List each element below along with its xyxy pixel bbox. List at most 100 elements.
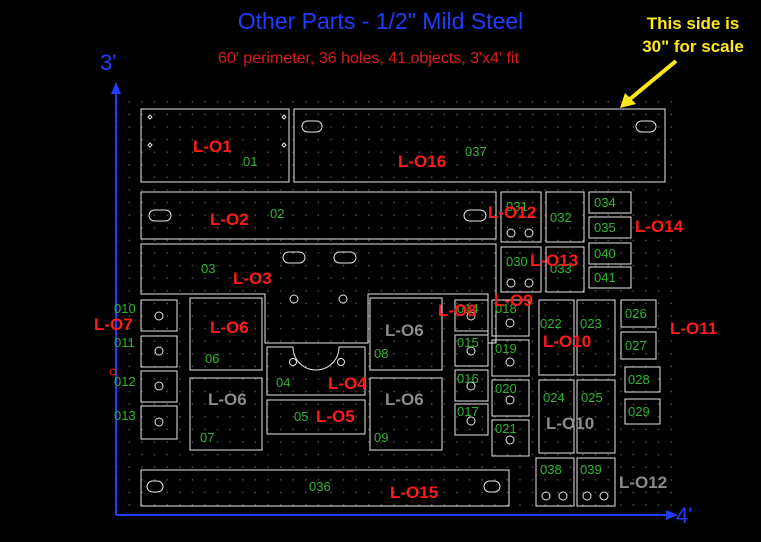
- label-l-o2: L-O2: [210, 210, 249, 229]
- part-o39-outline: [576, 457, 616, 507]
- label-l-o9: L-O9: [494, 291, 533, 310]
- obj-036: 036: [309, 479, 331, 494]
- y-axis-label: 3': [100, 50, 117, 75]
- obj-06: 06: [205, 351, 219, 366]
- axes: [111, 82, 678, 520]
- obj-30: 030: [506, 254, 528, 269]
- part-o27-outline: [620, 331, 657, 360]
- part-o11-outline: [140, 335, 178, 368]
- obj-04: 04: [276, 375, 290, 390]
- label-l-o6-c: L-O6: [385, 321, 424, 340]
- obj-02: 02: [270, 206, 284, 221]
- obj-09: 09: [374, 430, 388, 445]
- obj-33: 033: [550, 261, 572, 276]
- obj-01: 01: [243, 154, 257, 169]
- obj-08: 08: [374, 346, 388, 361]
- part-o13-outline: [140, 405, 178, 440]
- part-o16-outline: [293, 108, 666, 183]
- obj-05: 05: [294, 409, 308, 424]
- part-o20-outline: [491, 379, 530, 417]
- obj-010: 010: [114, 301, 136, 316]
- obj-013: 013: [114, 408, 136, 423]
- part-o29-outline: [624, 398, 661, 425]
- obj-020: 020: [495, 381, 517, 396]
- obj-016: 016: [457, 371, 479, 386]
- y-axis-arrow: [111, 82, 121, 94]
- part-o32-outline: [545, 191, 585, 243]
- part-o15-plate-outline: [140, 469, 510, 507]
- part-o10-outline: [140, 299, 178, 332]
- diagram-title: Other Parts - 1/2" Mild Steel: [237, 8, 524, 34]
- obj-34: 034: [594, 195, 616, 210]
- part-o26-outline: [620, 299, 657, 328]
- label-l-o13: L-O13: [530, 251, 578, 270]
- obj-018: 018: [495, 301, 517, 316]
- obj-012: 012: [114, 374, 136, 389]
- obj-028: 028: [628, 372, 650, 387]
- obj-35: 035: [594, 220, 616, 235]
- scale-note-line-2: 30" for scale: [642, 37, 744, 56]
- label-l-o16: L-O16: [398, 152, 446, 171]
- part-o4-outline: [266, 346, 366, 396]
- part-o6b-outline: [189, 377, 263, 451]
- label-l-o8: L-O8: [438, 301, 477, 320]
- label-l-o14: L-O14: [635, 217, 684, 236]
- obj-011: 011: [114, 335, 135, 350]
- part-o15-outline: [454, 334, 489, 367]
- obj-026: 026: [625, 306, 647, 321]
- object-numbers: 01 037 02 03 031 032 034 035 040 041 030…: [114, 144, 650, 494]
- obj-027: 027: [625, 338, 647, 353]
- obj-40: 040: [594, 246, 616, 261]
- obj-038: 038: [540, 462, 562, 477]
- part-o6a-outline: [189, 297, 263, 371]
- part-o2-outline: [140, 191, 497, 240]
- label-l-o11: L-O11: [670, 319, 717, 338]
- part-o35-outline: [588, 216, 632, 239]
- part-o25-outline: [576, 379, 616, 454]
- obj-37: 037: [465, 144, 487, 159]
- part-o6d-outline: [369, 377, 443, 451]
- label-l-o12: L-O12: [488, 203, 536, 222]
- diagram-subtitle: 60' perimeter, 36 holes, 41 objects, 3'x…: [218, 50, 519, 67]
- part-o16s-outline: [454, 369, 489, 402]
- part-o14-outline: [454, 299, 489, 332]
- part-o24-outline: [538, 379, 575, 454]
- label-l-o12-gray: L-O12: [619, 473, 667, 492]
- obj-31: 031: [506, 199, 528, 214]
- label-l-o10: L-O10: [543, 332, 591, 351]
- scale-pointer-arrow: [620, 59, 678, 108]
- part-o33-outline: [545, 246, 585, 293]
- obj-023: 023: [580, 316, 602, 331]
- obj-32: 032: [550, 210, 572, 225]
- obj-029: 029: [628, 404, 650, 419]
- part-o30-outline: [500, 246, 542, 293]
- part-o18-outline: [491, 299, 530, 337]
- part-o17-outline: [454, 403, 489, 436]
- label-l-o15: L-O15: [390, 483, 438, 502]
- part-o34-outline: [588, 191, 632, 214]
- dot-grid: [116, 101, 676, 515]
- obj-039: 039: [580, 462, 602, 477]
- holes: [109, 114, 657, 501]
- part-o38-outline: [535, 457, 575, 507]
- part-o21-outline: [491, 419, 530, 457]
- part-o28-outline: [624, 366, 661, 393]
- part-o3-outline: [140, 243, 497, 344]
- label-l-o1: L-O1: [193, 137, 232, 156]
- part-o5-outline: [266, 399, 366, 435]
- part-o23-outline: [576, 299, 616, 376]
- obj-019: 019: [495, 341, 517, 356]
- label-l-o6-b: L-O6: [208, 390, 247, 409]
- x-axis-arrow: [666, 510, 678, 520]
- label-l-o3: L-O3: [233, 269, 272, 288]
- obj-017: 017: [457, 404, 479, 419]
- obj-07: 07: [200, 430, 214, 445]
- part-o12-outline: [140, 370, 178, 403]
- label-l-o7: L-O7: [94, 315, 133, 334]
- label-l-o5: L-O5: [316, 407, 355, 426]
- label-l-o10-gray: L-O10: [546, 414, 594, 433]
- gray-part-labels: L-O6 L-O6 L-O6 L-O10 L-O12: [208, 321, 667, 492]
- part-outlines: [140, 108, 666, 507]
- label-l-o4: L-O4: [328, 374, 367, 393]
